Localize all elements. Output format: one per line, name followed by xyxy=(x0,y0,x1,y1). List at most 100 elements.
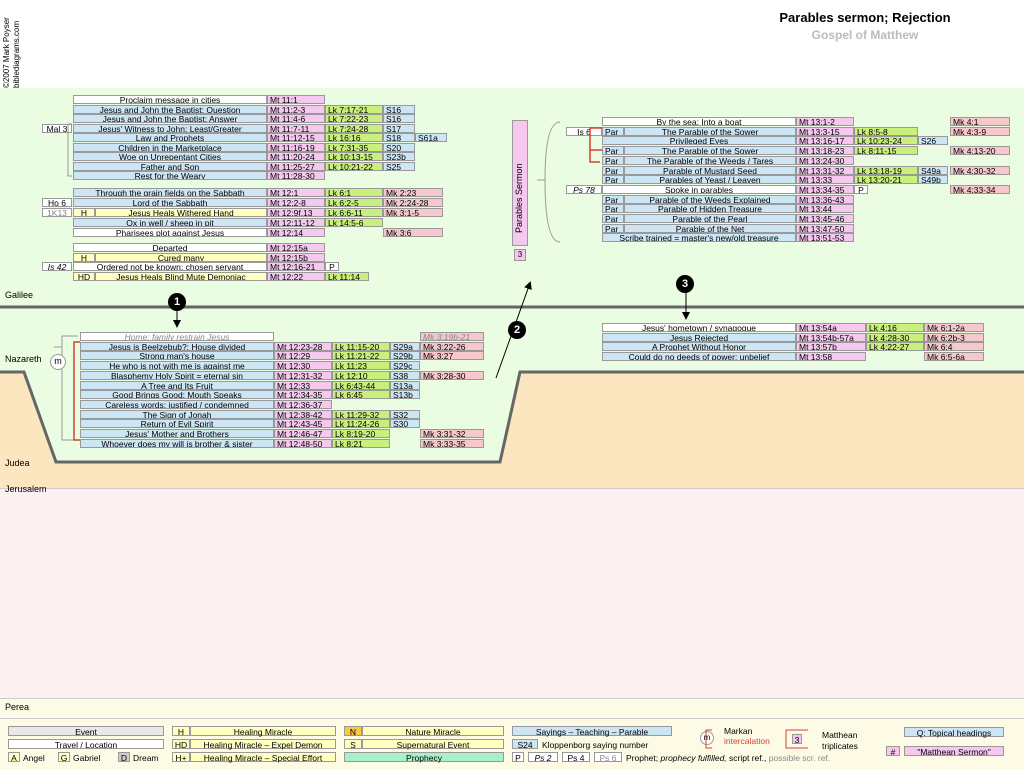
matthew-ref: Mt 13:1-2 xyxy=(796,117,854,126)
matthew-ref: Mt 12:22 xyxy=(267,272,325,281)
matthew-ref: Mt 11:1 xyxy=(267,95,325,104)
matthew-ref: Mt 12:23-28 xyxy=(274,342,332,351)
luke-ref: Lk 7:17-21 xyxy=(325,105,383,114)
saying-number: S20 xyxy=(383,143,415,152)
legend-script-ref: script ref., xyxy=(729,753,767,763)
luke-ref: Lk 11:21-22 xyxy=(332,351,390,360)
intercalation-marker: m xyxy=(50,354,66,370)
mark-ref: Mk 4:30-32 xyxy=(950,166,1010,175)
matthew-ref: Mt 13:51-53 xyxy=(796,233,854,242)
parable-tag: Par xyxy=(602,214,624,223)
luke-ref: Lk 11:29-32 xyxy=(332,410,390,419)
mark-ref: Mk 4:33-34 xyxy=(950,185,1010,194)
matthew-ref: Mt 11:20-24 xyxy=(267,152,325,161)
region-label-galilee: Galilee xyxy=(5,290,34,300)
legend-healing: Healing Miracle xyxy=(190,726,336,737)
event-label: Woe on Unrepentant Cities xyxy=(73,152,267,161)
legend-matthean: Matthean xyxy=(822,730,858,740)
legend-prophet-text: Prophet; prophecy fulfilled, script ref.… xyxy=(626,753,830,763)
luke-ref: Lk 16:16 xyxy=(325,133,383,142)
event-label: Jesus' Mother and Brothers xyxy=(80,429,274,438)
event-label: Scribe trained = master's new/old treasu… xyxy=(602,233,796,242)
matthew-ref: Mt 12:43-45 xyxy=(274,419,332,428)
matthew-ref: Mt 13:58 xyxy=(796,352,866,361)
matthew-ref: Mt 13:54a xyxy=(796,323,866,332)
matthew-ref: Mt 13:34-35 xyxy=(796,185,854,194)
luke-ref: Lk 6:43-44 xyxy=(332,381,390,390)
legend-s24: S24 xyxy=(512,739,538,750)
legend-possible-ref: possible scr. ref. xyxy=(768,753,831,763)
matthew-ref: Mt 11:28-30 xyxy=(267,171,325,180)
event-label: Parable of the Weeds Explained xyxy=(624,195,796,204)
scripture-ref: Ho 6 xyxy=(42,198,72,207)
region-label-jerusalem: Jerusalem xyxy=(5,484,47,494)
event-label: Home; family restrain Jesus xyxy=(80,332,274,341)
parable-tag: Par xyxy=(602,224,624,233)
event-label: Law and Prophets xyxy=(73,133,267,142)
saying-number: S32 xyxy=(390,410,420,419)
event-label: He who is not with me is against me xyxy=(80,361,274,370)
luke-ref: Lk 4:16 xyxy=(866,323,924,332)
luke-ref: Lk 10:21-22 xyxy=(325,162,383,171)
legend-healing-effort: Healing Miracle – Special Effort xyxy=(190,752,336,763)
legend-dream: Dream xyxy=(133,753,159,763)
event-label: The Sign of Jonah xyxy=(80,410,274,419)
perea-region xyxy=(0,698,1024,719)
matthew-ref: Mt 11:16-19 xyxy=(267,143,325,152)
legend-travel: Travel / Location xyxy=(8,739,164,750)
mark-ref: Mk 4:1 xyxy=(950,117,1010,126)
saying-number: S29b xyxy=(390,351,420,360)
legend-m: m xyxy=(700,731,714,745)
matthew-ref: Mt 13:33 xyxy=(796,175,854,184)
luke-ref: Lk 4:22-27 xyxy=(866,342,924,351)
event-label: Parable of the Net xyxy=(624,224,796,233)
event-label: Careless words: justified / condemned xyxy=(80,400,274,409)
healing-tag: HD xyxy=(73,272,95,281)
legend-topical: Q: Topical headings xyxy=(904,727,1004,738)
mark-ref: Mk 6:1-2a xyxy=(924,323,984,332)
matthew-ref: Mt 13:57b xyxy=(796,342,866,351)
event-label: Jesus Heals Blind Mute Demoniac xyxy=(95,272,267,281)
matthew-ref: Mt 13:44 xyxy=(796,204,854,213)
legend-n: N xyxy=(344,726,362,737)
luke-ref: Lk 6:45 xyxy=(332,390,390,399)
event-label: Jesus and John the Baptist: Question xyxy=(73,105,267,114)
saying-number: S49b xyxy=(918,175,948,184)
legend-triplicates: triplicates xyxy=(822,741,858,751)
event-label: Cured many xyxy=(95,253,267,262)
luke-ref: Lk 6:2-5 xyxy=(325,198,383,207)
saying-number: S38 xyxy=(390,371,420,380)
luke-ref: Lk 8:5-8 xyxy=(854,127,918,136)
saying-number: S30 xyxy=(390,419,420,428)
prophecy-marker: P xyxy=(854,185,868,194)
luke-ref: Lk 11:23 xyxy=(332,361,390,370)
scripture-ref: 1K13 xyxy=(42,208,72,217)
event-label: Parable of Mustard Seed xyxy=(624,166,796,175)
region-label-perea: Perea xyxy=(5,702,30,712)
event-label: Could do no deeds of power; unbelief xyxy=(602,352,796,361)
parable-tag: Par xyxy=(602,166,624,175)
event-label: Parables of Yeast / Leaven xyxy=(624,175,796,184)
saying-number: S13a xyxy=(390,381,420,390)
mark-ref: Mk 3:6 xyxy=(383,228,443,237)
matthew-ref: Mt 11:25-27 xyxy=(267,162,325,171)
event-label: Jesus Heals Withered Hand xyxy=(95,208,267,217)
saying-number: S29a xyxy=(390,342,420,351)
matthew-ref: Mt 12:33 xyxy=(274,381,332,390)
legend-angel: Angel xyxy=(23,753,45,763)
matthew-ref: Mt 12:9f,13 xyxy=(267,208,325,217)
mark-ref: Mk 3:28-30 xyxy=(420,371,484,380)
legend-prophecy: Prophecy xyxy=(344,752,504,763)
event-label: Pharisees plot against Jesus xyxy=(73,228,267,237)
mark-ref: Mk 3:31-32 xyxy=(420,429,484,438)
matthew-ref: Mt 13:24-30 xyxy=(796,156,854,165)
event-label: Spoke in parables xyxy=(602,185,796,194)
event-label: The Parable of the Sower xyxy=(624,127,796,136)
legend-ps6: Ps 6 xyxy=(594,752,622,763)
matthew-ref: Mt 12:31-32 xyxy=(274,371,332,380)
legend-a: A xyxy=(8,752,20,763)
matthew-ref: Mt 13:18-23 xyxy=(796,146,854,155)
legend-gabriel: Gabriel xyxy=(73,753,101,763)
saying-number: S25 xyxy=(383,162,415,171)
healing-tag: H xyxy=(73,208,95,217)
